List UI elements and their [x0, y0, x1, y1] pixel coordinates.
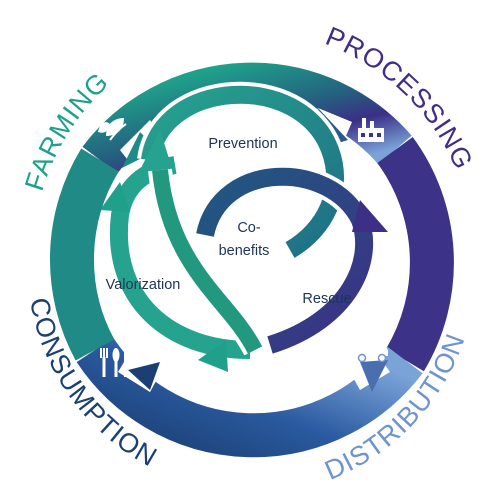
center-label-line1: Co- [237, 220, 261, 236]
loop-arrowhead-bottom [198, 340, 228, 372]
loop-arrowhead-right [352, 200, 388, 232]
truck-icon [356, 340, 388, 363]
utensils-icon [100, 348, 130, 377]
leaf-icon [98, 118, 127, 141]
ring-arc-right [377, 136, 454, 372]
factory-icon [358, 118, 384, 142]
loop-arrowhead-top [140, 130, 172, 170]
ring-arrowhead-consumption [128, 362, 160, 390]
ring-arc-bottom [76, 337, 423, 458]
strategy-label-rescue: Rescue [302, 291, 351, 307]
strategy-label-prevention: Prevention [208, 136, 277, 152]
inner-loops [100, 81, 388, 372]
loop-arrowhead-left [100, 182, 130, 212]
center-label-line2: benefits [219, 243, 270, 259]
strategy-label-valorization: Valorization [106, 277, 181, 293]
ring-arc-left [50, 148, 119, 361]
ring-arrowhead-distribution [360, 360, 388, 392]
